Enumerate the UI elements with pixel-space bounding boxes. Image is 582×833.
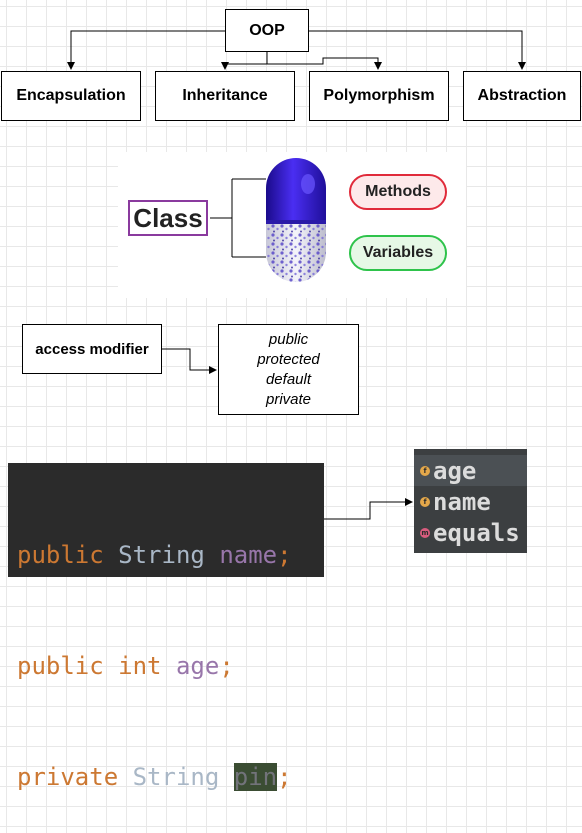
code-semicolon: ;: [277, 541, 292, 569]
class-label: Class: [128, 200, 208, 236]
autocomplete-item-label: equals: [433, 518, 520, 547]
code-semicolon: ;: [277, 763, 292, 791]
variables-label: Variables: [349, 235, 447, 271]
modifier-public: public: [268, 330, 309, 348]
field-icon: f: [420, 465, 430, 476]
code-line: public String name;: [17, 537, 324, 574]
inheritance-node: Inheritance: [155, 71, 295, 121]
class-capsule-illustration: Class Methods: [118, 152, 466, 298]
edge-access-modifiers: [162, 348, 217, 374]
code-line: private String pin;: [17, 759, 324, 796]
modifier-default: default: [265, 370, 312, 388]
edge-code-autocomplete: [324, 498, 413, 520]
capsule-graphic: [210, 158, 326, 282]
connector-lines: [67, 30, 526, 520]
method-icon: m: [420, 527, 430, 538]
methods-label: Methods: [349, 174, 447, 210]
code-modifier: private: [17, 763, 119, 791]
autocomplete-item-equals[interactable]: m equals: [414, 517, 527, 548]
encapsulation-node: Encapsulation: [1, 71, 141, 121]
access-modifier-node: access modifier: [22, 324, 162, 374]
code-type: int: [118, 652, 162, 680]
modifier-protected: protected: [257, 350, 320, 368]
code-field-unused: pin: [233, 763, 278, 791]
abstraction-node: Abstraction: [463, 71, 581, 121]
code-snippet: public String name; public int age; priv…: [8, 463, 324, 791]
autocomplete-item-name[interactable]: f name: [414, 486, 527, 517]
field-icon: f: [420, 496, 430, 507]
code-semicolon: ;: [219, 652, 234, 680]
code-field: age: [175, 652, 220, 680]
polymorphism-node: Polymorphism: [309, 71, 449, 121]
edge-oop-polymorphism: [266, 52, 382, 70]
autocomplete-item-label: age: [433, 456, 477, 485]
code-line: public int age;: [17, 648, 324, 685]
autocomplete-popup: f age f name m equals: [414, 449, 527, 553]
code-field: name: [219, 541, 278, 569]
oop-root-node: OOP: [225, 9, 309, 52]
modifier-private: private: [265, 390, 312, 408]
code-modifier: public: [17, 541, 104, 569]
code-type: String: [118, 541, 205, 569]
autocomplete-item-age[interactable]: f age: [414, 455, 527, 486]
autocomplete-item-label: name: [433, 487, 491, 516]
access-modifier-list: public protected default private: [218, 324, 359, 415]
code-modifier: public: [17, 652, 104, 680]
edge-oop-abstraction: [309, 30, 526, 70]
edge-oop-inheritance: [221, 52, 268, 70]
class-bracket: [210, 178, 266, 258]
edge-oop-encapsulation: [67, 30, 225, 70]
code-type: String: [132, 763, 220, 791]
